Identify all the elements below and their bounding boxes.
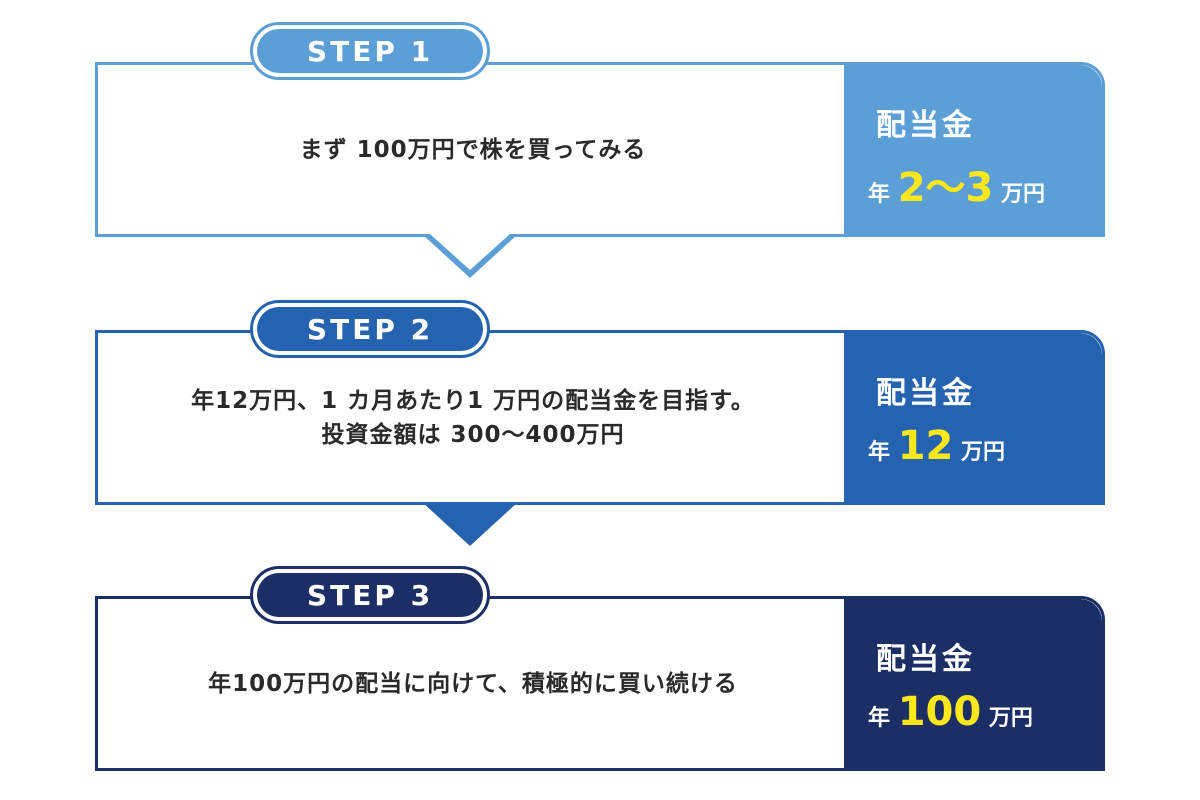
step-3-amount-value: 100 (897, 689, 982, 735)
step-1-amount-prefix: 年 (868, 182, 891, 207)
step-3-amount-unit: 万円 (988, 706, 1033, 731)
step-3-card: 年100万円の配当に向けて、積極的に買い続ける 配当金 年 100 万円 (95, 596, 1105, 771)
step-1-card: まず 100万円で株を買ってみる 配当金 年 2～3 万円 (95, 62, 1105, 237)
step-3-badge: STEP 3 (250, 566, 490, 624)
step-2-dividend-label: 配当金 (876, 376, 975, 411)
step-2-amount-prefix: 年 (868, 440, 891, 465)
step-2-badge-label: STEP 2 (257, 307, 483, 351)
step-3-badge-label: STEP 3 (257, 573, 483, 617)
step-1-dividend-panel: 配当金 年 2～3 万円 (844, 65, 1102, 234)
step-1-badge: STEP 1 (250, 22, 490, 80)
step-1-amount-unit: 万円 (1001, 182, 1046, 207)
step-3-box: 年100万円の配当に向けて、積極的に買い続ける 配当金 年 100 万円 (95, 596, 1105, 771)
step-1-dividend-label: 配当金 (876, 108, 975, 143)
step-2-dividend-panel: 配当金 年 12 万円 (844, 333, 1102, 502)
step-1-box: まず 100万円で株を買ってみる 配当金 年 2～3 万円 (95, 62, 1105, 237)
step-2-description: 年12万円、1 カ月あたり1 万円の配当金を目指す。 投資金額は 300～400… (98, 333, 848, 502)
arrow-down-icon (422, 502, 518, 546)
step-2-box: 年12万円、1 カ月あたり1 万円の配当金を目指す。 投資金額は 300～400… (95, 330, 1105, 505)
step-2-badge: STEP 2 (250, 300, 490, 358)
step-2-dividend-amount: 年 12 万円 (868, 423, 1005, 469)
step-3-dividend-panel: 配当金 年 100 万円 (844, 599, 1102, 768)
step-1-line-1: まず 100万円で株を買ってみる (299, 136, 647, 163)
step-1-badge-label: STEP 1 (257, 29, 483, 73)
step-3-amount-prefix: 年 (868, 706, 891, 731)
step-2-line-1: 年12万円、1 カ月あたり1 万円の配当金を目指す。 (191, 387, 755, 414)
step-1-amount-value: 2～3 (897, 165, 994, 211)
step-1-description: まず 100万円で株を買ってみる (98, 65, 848, 234)
step-2-amount-unit: 万円 (961, 440, 1006, 465)
step-3-dividend-label: 配当金 (876, 642, 975, 677)
step-3-line-1: 年100万円の配当に向けて、積極的に買い続ける (208, 670, 738, 697)
step-2-card: 年12万円、1 カ月あたり1 万円の配当金を目指す。 投資金額は 300～400… (95, 330, 1105, 505)
arrow-down-icon (422, 234, 518, 278)
step-1-dividend-amount: 年 2～3 万円 (868, 155, 1045, 213)
step-2-amount-value: 12 (897, 423, 954, 469)
step-2-line-2: 投資金額は 300～400万円 (321, 421, 625, 448)
step-3-dividend-amount: 年 100 万円 (868, 689, 1033, 735)
step-3-description: 年100万円の配当に向けて、積極的に買い続ける (98, 599, 848, 768)
